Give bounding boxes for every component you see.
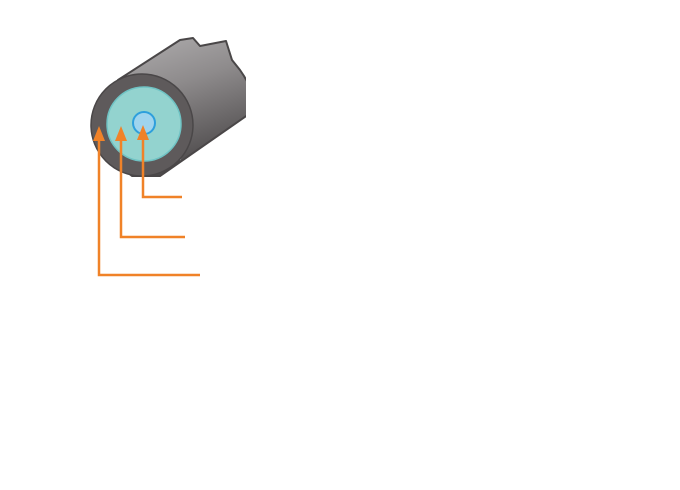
leader-lines	[93, 125, 200, 277]
leader-core	[137, 125, 182, 199]
arrow-head-jacket	[93, 126, 105, 141]
leader-jacket	[93, 126, 200, 277]
arrow-head-cladding	[115, 126, 127, 141]
arrow-head-core	[137, 125, 149, 140]
leader-cladding	[115, 126, 185, 239]
cable	[90, 37, 246, 177]
